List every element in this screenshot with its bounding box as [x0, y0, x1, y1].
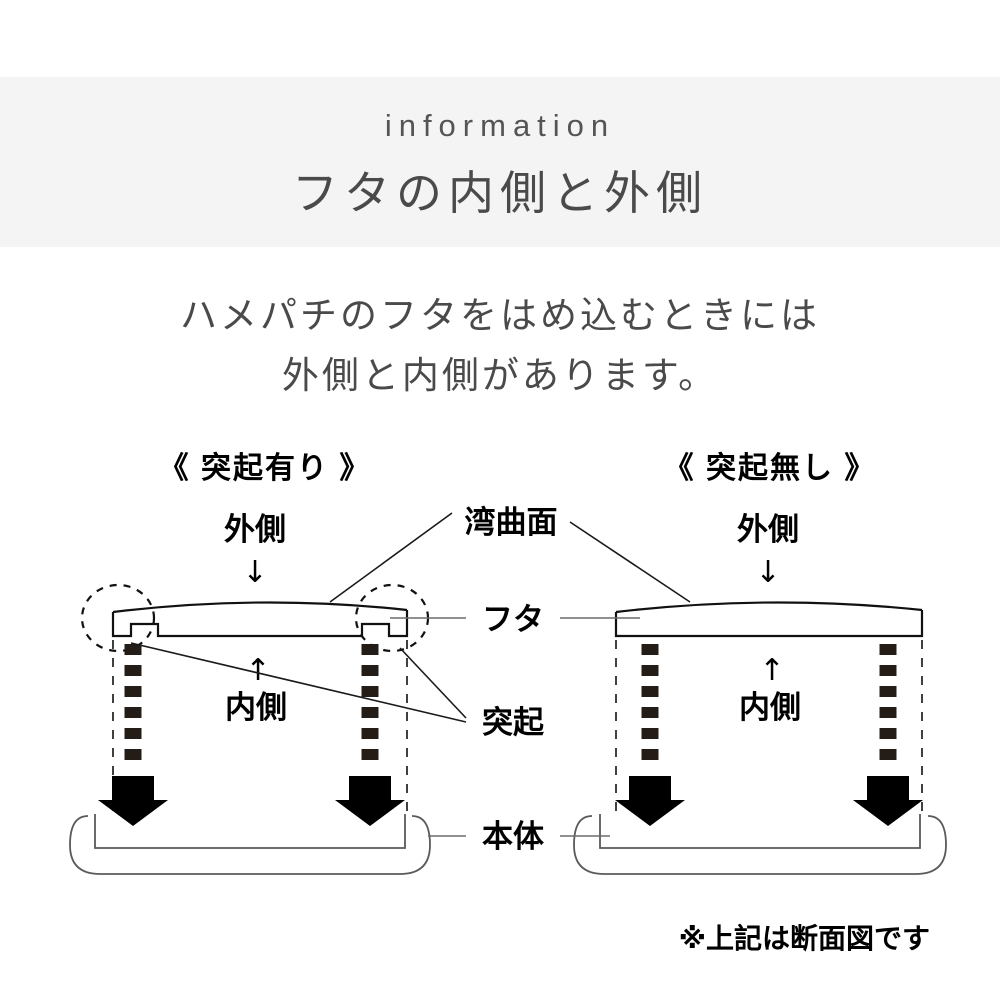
header-band — [0, 77, 1000, 247]
right-body-group — [573, 814, 947, 875]
right-down-arrow-icon-1 — [615, 776, 685, 826]
right-section-heading: 《 突起無し 》 — [664, 451, 877, 485]
right-insertion-path-2 — [853, 644, 923, 826]
left-inside-label: 内側 — [225, 690, 287, 725]
left-lid-outline — [111, 610, 409, 638]
left-insertion-path-2 — [335, 644, 405, 826]
right-lid-outline — [614, 610, 924, 638]
left-body-group — [69, 814, 431, 875]
body-label: 本体 — [482, 819, 544, 854]
lid-label: フタ — [482, 602, 544, 637]
right-outside-arrow-icon: ↓ — [755, 555, 780, 590]
page-title: フタの内側と外側 — [292, 167, 708, 219]
curved-surface-leader-left — [329, 512, 453, 603]
left-down-arrow-icon-2 — [335, 776, 405, 826]
left-down-arrow-icon-1 — [98, 776, 168, 826]
protrusion-leader-left — [130, 642, 467, 723]
left-insertion-path-1 — [98, 644, 168, 826]
protrusion-leader-right — [399, 647, 467, 719]
lead-line-1: ハメパチのフタをはめ込むときには — [180, 295, 820, 336]
right-inside-label: 内側 — [739, 690, 801, 725]
footnote-text: ※上記は断面図です — [679, 922, 930, 954]
lead-paragraph: ハメパチのフタをはめ込むときには 外側と内側があります。 — [0, 286, 1000, 406]
right-lid-group — [614, 601, 924, 638]
right-body-outer-shell — [573, 815, 947, 875]
left-protrusion-highlight-left — [80, 583, 156, 653]
left-lid-curved-surface — [112, 601, 408, 614]
lead-line-2: 外側と内側があります。 — [281, 355, 719, 396]
header-eyebrow: information — [384, 108, 616, 143]
left-lid-group — [80, 583, 430, 653]
left-body-inner-cavity — [94, 814, 406, 849]
left-outside-arrow-icon: ↓ — [242, 555, 267, 590]
right-insertion-path-1 — [615, 644, 685, 826]
right-lid-curved-surface — [615, 601, 923, 614]
curved-surface-label: 湾曲面 — [465, 505, 558, 540]
protrusion-label: 突起 — [482, 705, 545, 740]
right-body-inner-cavity — [599, 814, 921, 849]
left-body-outer-shell — [69, 815, 431, 875]
right-down-arrow-icon-2 — [853, 776, 923, 826]
left-section-heading: 《 突起有り 》 — [159, 451, 372, 485]
curved-surface-leader-right — [569, 521, 691, 603]
right-outside-label: 外側 — [737, 512, 799, 547]
right-inside-arrow-icon: ↑ — [759, 653, 784, 688]
left-outside-label: 外側 — [224, 512, 286, 547]
